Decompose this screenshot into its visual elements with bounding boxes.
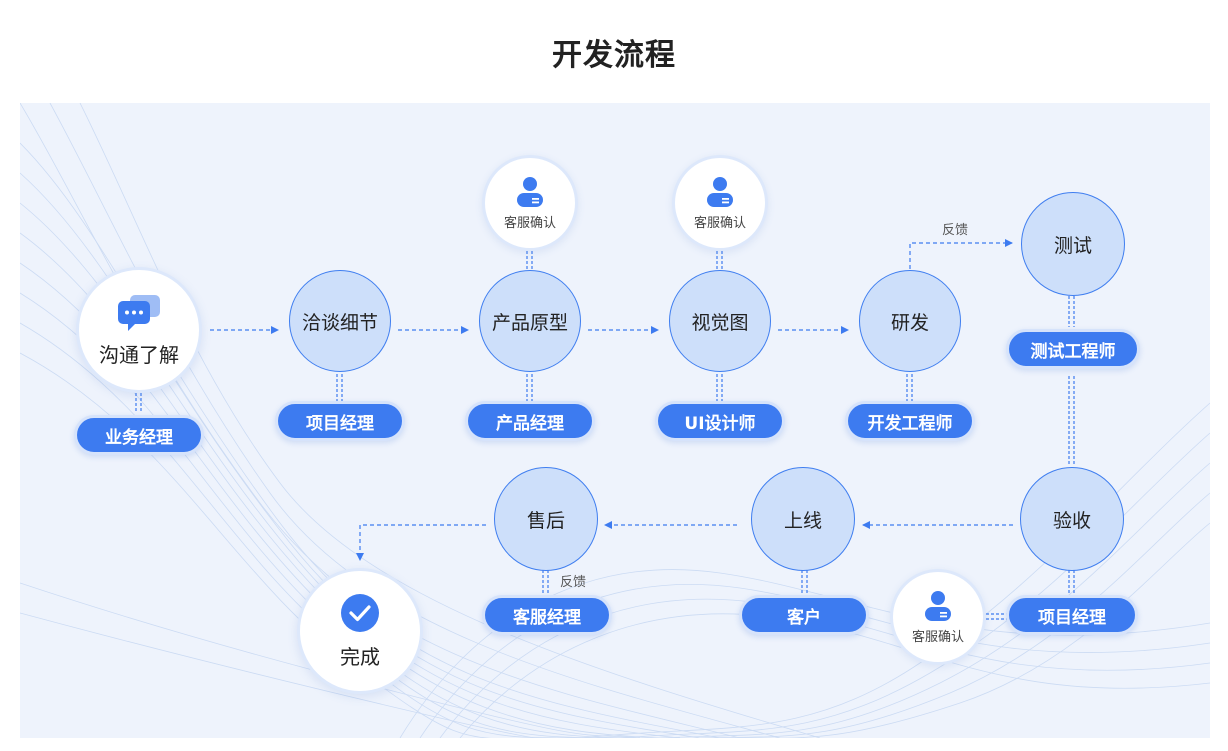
confirm-prototype: 客服确认 [482,155,578,251]
node-accept: 验收 [1020,467,1124,571]
service-person-icon [707,176,733,207]
node-develop: 研发 [859,270,961,372]
feedback-label-bottom: 反馈 [560,575,587,590]
page-title: 开发流程 [552,38,676,73]
confirm-visual: 客服确认 [672,155,768,251]
role-test-engineer: 测试工程师 [1006,329,1140,369]
node-start-label: 沟通了解 [99,342,179,367]
node-negotiate: 洽谈细节 [289,270,391,372]
role-service-manager: 客服经理 [482,595,612,635]
confirm-label: 客服确认 [911,629,964,645]
service-person-icon [517,176,543,207]
flow-panel: 沟通了解 业务经理 洽谈细节 项目经理 客服确认 产品原型 产品经理 客服确认 … [20,103,1210,738]
node-visual: 视觉图 [669,270,771,372]
confirm-accept: 客服确认 [890,569,986,665]
node-done: 完成 [297,568,423,694]
role-project-manager: 项目经理 [275,401,405,441]
chat-bubble-icon [118,294,160,331]
service-person-icon [925,590,951,621]
node-start: 沟通了解 [76,267,202,393]
node-prototype: 产品原型 [479,270,581,372]
role-business-manager: 业务经理 [74,415,204,455]
node-done-label: 完成 [340,644,380,669]
role-customer: 客户 [739,595,869,635]
node-aftersale: 售后 [494,467,598,571]
role-developer: 开发工程师 [845,401,975,441]
role-ui-designer: UI设计师 [655,401,785,441]
node-test: 测试 [1021,192,1125,296]
confirm-label: 客服确认 [503,215,556,231]
check-circle-icon [341,593,379,632]
node-launch: 上线 [751,467,855,571]
role-product-manager: 产品经理 [465,401,595,441]
role-project-manager-2: 项目经理 [1006,595,1138,635]
confirm-label: 客服确认 [693,215,746,231]
feedback-label-top: 反馈 [942,223,969,238]
